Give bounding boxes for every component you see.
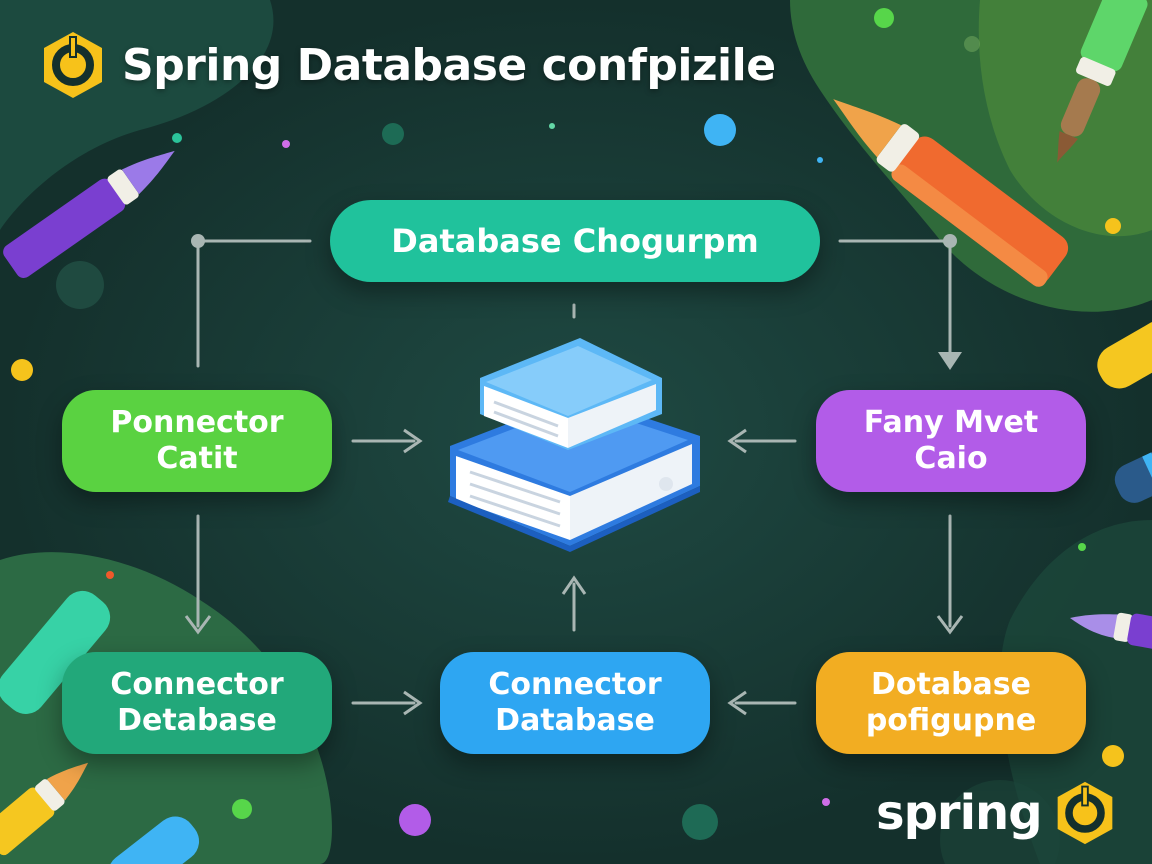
- paintbrush-icon: [1070, 612, 1152, 651]
- node-bottom-right[interactable]: Dotabase pofigupne: [816, 652, 1086, 754]
- node-right[interactable]: Fany Mvet Caio: [816, 390, 1086, 492]
- node-database-config[interactable]: Database Chogurpm: [330, 200, 820, 282]
- paintbrush-icon: [1097, 320, 1152, 389]
- arrow-head-left-down: [184, 615, 212, 635]
- node-label-line2: Detabase: [117, 703, 277, 738]
- arrow-head-bc-up: [561, 575, 587, 595]
- paintbrush-icon: [0, 762, 89, 856]
- node-label-line2: Caio: [914, 441, 988, 476]
- paintbrush-icon: [3, 150, 175, 278]
- connector-node-right: [943, 234, 957, 248]
- node-label-line1: Ponnector: [110, 405, 284, 440]
- spring-logo-icon: [44, 32, 102, 98]
- paintbrush-icon: [108, 816, 200, 864]
- node-label-line1: Dotabase: [870, 667, 1032, 702]
- node-bottom-left[interactable]: Connector Detabase: [62, 652, 332, 754]
- arrow-head-right-down: [936, 615, 964, 635]
- connector-node-left: [191, 234, 205, 248]
- brand-text: spring: [876, 785, 1043, 841]
- node-bottom-center[interactable]: Connector Database: [440, 652, 710, 754]
- node-label-line1: Fany Mvet: [863, 405, 1039, 440]
- arrow-head-left-center: [403, 428, 423, 454]
- paintbrush-icon: [833, 99, 1069, 287]
- header: Spring Database confpizile: [38, 30, 776, 100]
- paintbrush-icon: [1114, 451, 1152, 503]
- book-stack-icon: [448, 338, 700, 552]
- node-label-line2: Catit: [156, 441, 238, 476]
- arrow-head-right-center: [727, 428, 747, 454]
- node-connector-left[interactable]: Ponnector Catit: [62, 390, 332, 492]
- node-label-line2: pofigupne: [865, 703, 1037, 738]
- node-label-line1: Connector: [110, 667, 284, 702]
- brand: spring: [876, 780, 1118, 846]
- arrow-head-bl-bc: [403, 690, 423, 716]
- page-title: Spring Database confpizile: [122, 39, 776, 91]
- node-label-line1: Connector: [488, 667, 662, 702]
- paintbrush-icon: [1057, 0, 1148, 163]
- node-label-line2: Database: [495, 703, 655, 738]
- arrow-head-right-down-top: [938, 352, 962, 370]
- node-label: Database Chogurpm: [391, 221, 759, 260]
- arrow-head-br-bc: [727, 690, 747, 716]
- paintbrush-icon: [0, 590, 111, 714]
- spring-logo-icon: [1057, 781, 1112, 845]
